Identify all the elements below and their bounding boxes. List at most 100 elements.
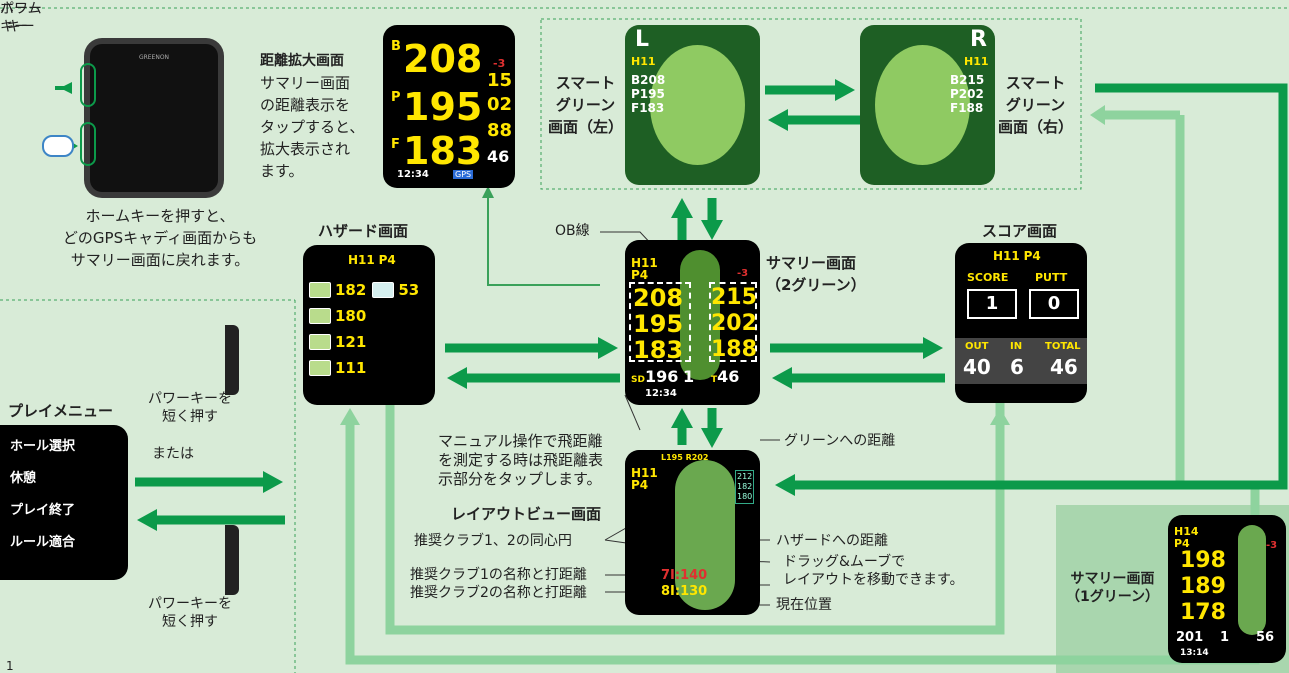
summary1-t: 56	[1256, 630, 1275, 645]
layout-top: L195 R202	[661, 453, 709, 462]
score-title: スコア画面	[982, 222, 1058, 240]
zoom-b-label: B	[391, 39, 401, 54]
score-par: P4	[1023, 249, 1041, 263]
hazard-par: P4	[378, 253, 396, 267]
in-value: 6	[1010, 355, 1024, 379]
in-label: IN	[1010, 341, 1023, 352]
smart-left-corner: L	[635, 27, 650, 52]
summary1-par: P4	[1174, 537, 1190, 550]
zoom-gps: GPS	[453, 170, 474, 179]
score-value[interactable]: 1	[967, 289, 1017, 319]
zoom-screen[interactable]: B 208 P 195 F 183 -3 15 02 88 46 12:34 G…	[383, 25, 515, 188]
summary2-hole: H11	[631, 256, 658, 270]
press-note-1: パワーキーを 短く押す	[148, 391, 232, 425]
summary2-right-f[interactable]: 188	[711, 337, 757, 362]
score-screen[interactable]: H11 P4 SCORE PUTT 1 0 OUT IN TOTAL 40 6 …	[955, 243, 1087, 403]
tree-icon	[309, 334, 331, 350]
hand-press-icon	[42, 135, 74, 157]
home-key-note: ホームキーを押すと、 どのGPSキャディ画面からも サマリー画面に戻れます。	[62, 207, 258, 269]
water-icon	[372, 282, 395, 298]
zoom-f-value: 183	[403, 129, 483, 173]
position-label: 現在位置	[776, 597, 832, 613]
circle-label: 推奨クラブ1、2の同心円	[414, 533, 572, 549]
zoom-p-label: P	[391, 90, 401, 105]
summary2-sd-label: SD	[631, 375, 645, 385]
smart-right-p: P202	[950, 87, 984, 101]
smart-left-screen[interactable]: L H11 B208 P195 F183	[625, 25, 760, 185]
smart-right-b: B215	[950, 73, 985, 87]
smart-right-corner: R	[970, 27, 987, 52]
putt-label: PUTT	[1035, 271, 1068, 284]
menu-item-rule[interactable]: ルール適合	[10, 535, 76, 550]
watch-device: GREENON	[84, 38, 224, 198]
bunker-icon	[309, 308, 331, 324]
summary2-t: 46	[717, 367, 740, 386]
smart-right-title: スマート グリーン 画面（右）	[998, 74, 1074, 136]
layout-club2: 8I:130	[661, 584, 708, 599]
club2-label: 推奨クラブ2の名称と打距離	[410, 585, 587, 601]
water-icon	[309, 360, 331, 376]
smart-right-f: F188	[950, 101, 984, 115]
summary2-screen[interactable]: H11 P4 -3 208 195 183 215 202 188 SD196 …	[625, 240, 760, 405]
score-hole: H11	[993, 249, 1020, 263]
press-note-2: パワーキーを 短く押す	[148, 596, 232, 630]
club1-label: 推奨クラブ1の名称と打距離	[410, 567, 587, 583]
summary1-screen[interactable]: H14 P4 -3 198 189 178 201 1 56 13:14	[1168, 515, 1286, 663]
summary2-left-f[interactable]: 183	[633, 336, 684, 364]
summary1-flag: -3	[1266, 540, 1278, 551]
zoom-desc: サマリー画面 の距離表示を タップすると、 拡大表示され ます。	[260, 74, 365, 180]
layout-dist-3: 180	[737, 492, 753, 501]
summary2-shot: 1	[683, 367, 695, 386]
bunker-icon	[309, 282, 331, 298]
layout-dist-2: 182	[737, 482, 753, 491]
zoom-title: 距離拡大画面	[260, 53, 344, 69]
zoom-b-value: 208	[403, 37, 483, 81]
summary2-left-p[interactable]: 195	[633, 310, 684, 338]
hazard-row-value: 121	[335, 333, 367, 351]
hazard-row-value: 111	[335, 359, 367, 377]
play-menu-screen: ホール選択 休憩 プレイ終了 ルール適合	[0, 425, 128, 580]
putt-value[interactable]: 0	[1029, 289, 1079, 319]
zoom-flag: -3	[493, 57, 506, 70]
smart-left-hole: H11	[631, 55, 656, 68]
smart-left-f: F183	[631, 101, 665, 115]
summary1-f: 178	[1180, 600, 1226, 625]
power-key-ring[interactable]	[80, 63, 96, 107]
layout-title: レイアウトビュー画面	[451, 505, 602, 523]
summary2-right-b[interactable]: 215	[711, 285, 757, 310]
summary1-sd: 201	[1176, 630, 1204, 645]
zoom-side-1: 15	[487, 70, 513, 91]
smart-left-title: スマート グリーン 画面（左）	[548, 74, 624, 136]
zoom-side-2: 02	[487, 94, 513, 115]
home-key-ring[interactable]	[80, 122, 96, 166]
play-menu-title: プレイメニュー	[8, 402, 114, 420]
watch-edge-icon	[225, 525, 239, 595]
summary1-time: 13:14	[1180, 648, 1209, 658]
summary2-left-b[interactable]: 208	[633, 284, 684, 312]
smart-right-screen[interactable]: R H11 B215 P202 F188	[860, 25, 995, 185]
zoom-side-4: 46	[487, 147, 510, 166]
watch-edge-icon	[225, 325, 239, 395]
zoom-side-3: 88	[487, 120, 513, 141]
summary2-right-p[interactable]: 202	[711, 311, 757, 336]
layout-screen[interactable]: H11 P4 L195 R202 212 182 180 7I:140 8I:1…	[625, 450, 760, 615]
menu-item-hole-select[interactable]: ホール選択	[10, 439, 76, 454]
drag-label: ドラッグ&ムーブで レイアウトを移動できます。	[783, 554, 964, 588]
menu-item-break[interactable]: 休憩	[10, 471, 37, 486]
summary1-p: 189	[1180, 574, 1226, 599]
score-label: SCORE	[967, 271, 1009, 284]
hazard-row: 180	[303, 303, 435, 329]
page-number: 1	[6, 659, 14, 673]
layout-hole: H11	[631, 466, 658, 480]
summary2-par: P4	[631, 268, 649, 282]
hazard-hole: H11	[348, 253, 375, 267]
menu-item-end-play[interactable]: プレイ終了	[10, 503, 76, 518]
or-label: または	[152, 446, 194, 462]
manual-note: マニュアル操作で飛距離 を測定する時は飛距離表 示部分をタップします。	[438, 432, 604, 488]
layout-dist-1: 212	[737, 472, 753, 481]
zoom-time: 12:34	[397, 169, 429, 180]
summary2-time: 12:34	[645, 388, 677, 399]
hazard-row: 121	[303, 329, 435, 355]
